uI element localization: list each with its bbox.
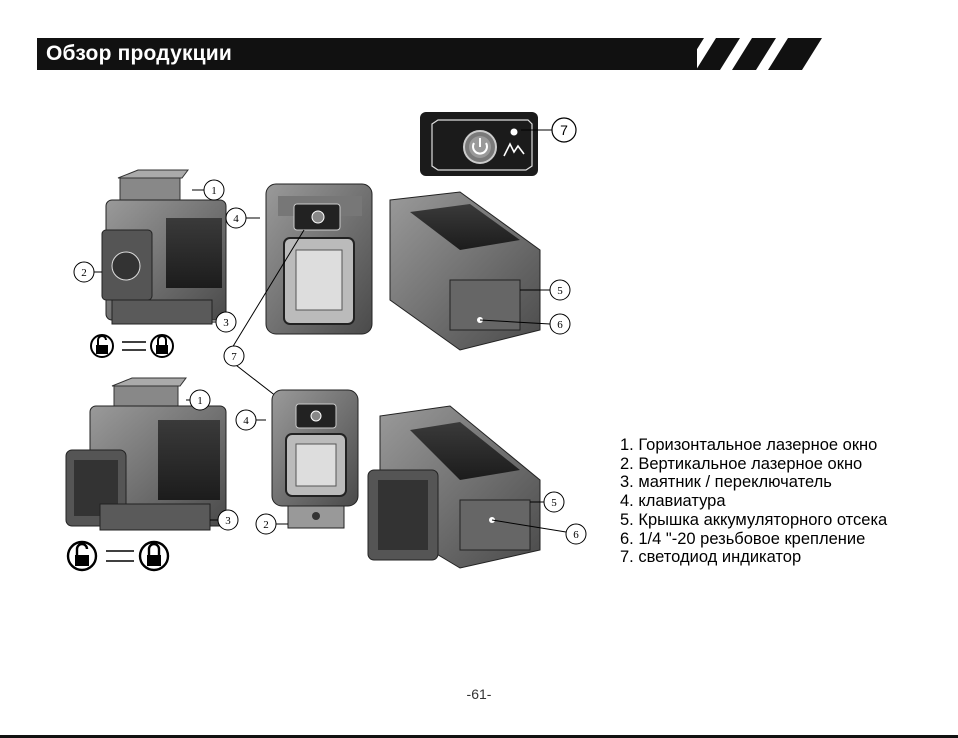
legend-item: 1. Горизонтальное лазерное окно	[620, 436, 887, 455]
device-side-view-bottom: 4 2	[236, 390, 358, 534]
lock-switch-indicator-top	[91, 335, 173, 357]
lock-icon	[140, 542, 168, 570]
page-title: Обзор продукции	[46, 40, 232, 68]
svg-text:4: 4	[243, 415, 249, 427]
legend-item: 7. светодиод индикатор	[620, 548, 887, 567]
legend-item: 5. Крышка аккумуляторного отсека	[620, 511, 887, 530]
svg-text:2: 2	[81, 267, 87, 279]
legend-item: 2. Вертикальное лазерное окно	[620, 455, 887, 474]
legend-item: 4. клавиатура	[620, 492, 887, 511]
svg-text:3: 3	[223, 317, 229, 329]
svg-text:2: 2	[263, 519, 269, 531]
legend-item: 3. маятник / переключатель	[620, 473, 887, 492]
power-icon	[464, 131, 496, 163]
led-indicator-icon	[511, 129, 518, 136]
header-stripes-decoration	[660, 38, 830, 72]
svg-text:6: 6	[573, 529, 579, 541]
svg-text:7: 7	[231, 351, 237, 363]
svg-text:1: 1	[197, 395, 203, 407]
lock-icon	[151, 335, 173, 357]
unlock-icon	[68, 542, 96, 570]
svg-text:4: 4	[233, 213, 239, 225]
svg-text:7: 7	[560, 122, 568, 138]
product-overview-illustration: 7 1 2 3	[40, 100, 600, 590]
parts-legend: 1. Горизонтальное лазерное окно 2. Верти…	[620, 436, 887, 567]
page-number: -61-	[0, 686, 958, 702]
svg-text:5: 5	[557, 285, 563, 297]
device-angled-view-top: 5 6	[390, 192, 570, 350]
lock-switch-indicator-bottom	[68, 542, 168, 570]
svg-text:1: 1	[211, 185, 217, 197]
device-side-view-top: 4	[226, 184, 372, 334]
svg-text:5: 5	[551, 497, 557, 509]
unlock-icon	[91, 335, 113, 357]
keypad-closeup: 7	[420, 112, 576, 176]
device-front-view-top: 1 2 3	[74, 170, 236, 332]
svg-text:3: 3	[225, 515, 231, 527]
svg-text:6: 6	[557, 319, 563, 331]
device-front-view-bottom: 1 3	[66, 378, 238, 530]
legend-item: 6. 1/4 "-20 резьбовое крепление	[620, 530, 887, 549]
device-angled-view-bottom: 5 6	[368, 406, 586, 568]
